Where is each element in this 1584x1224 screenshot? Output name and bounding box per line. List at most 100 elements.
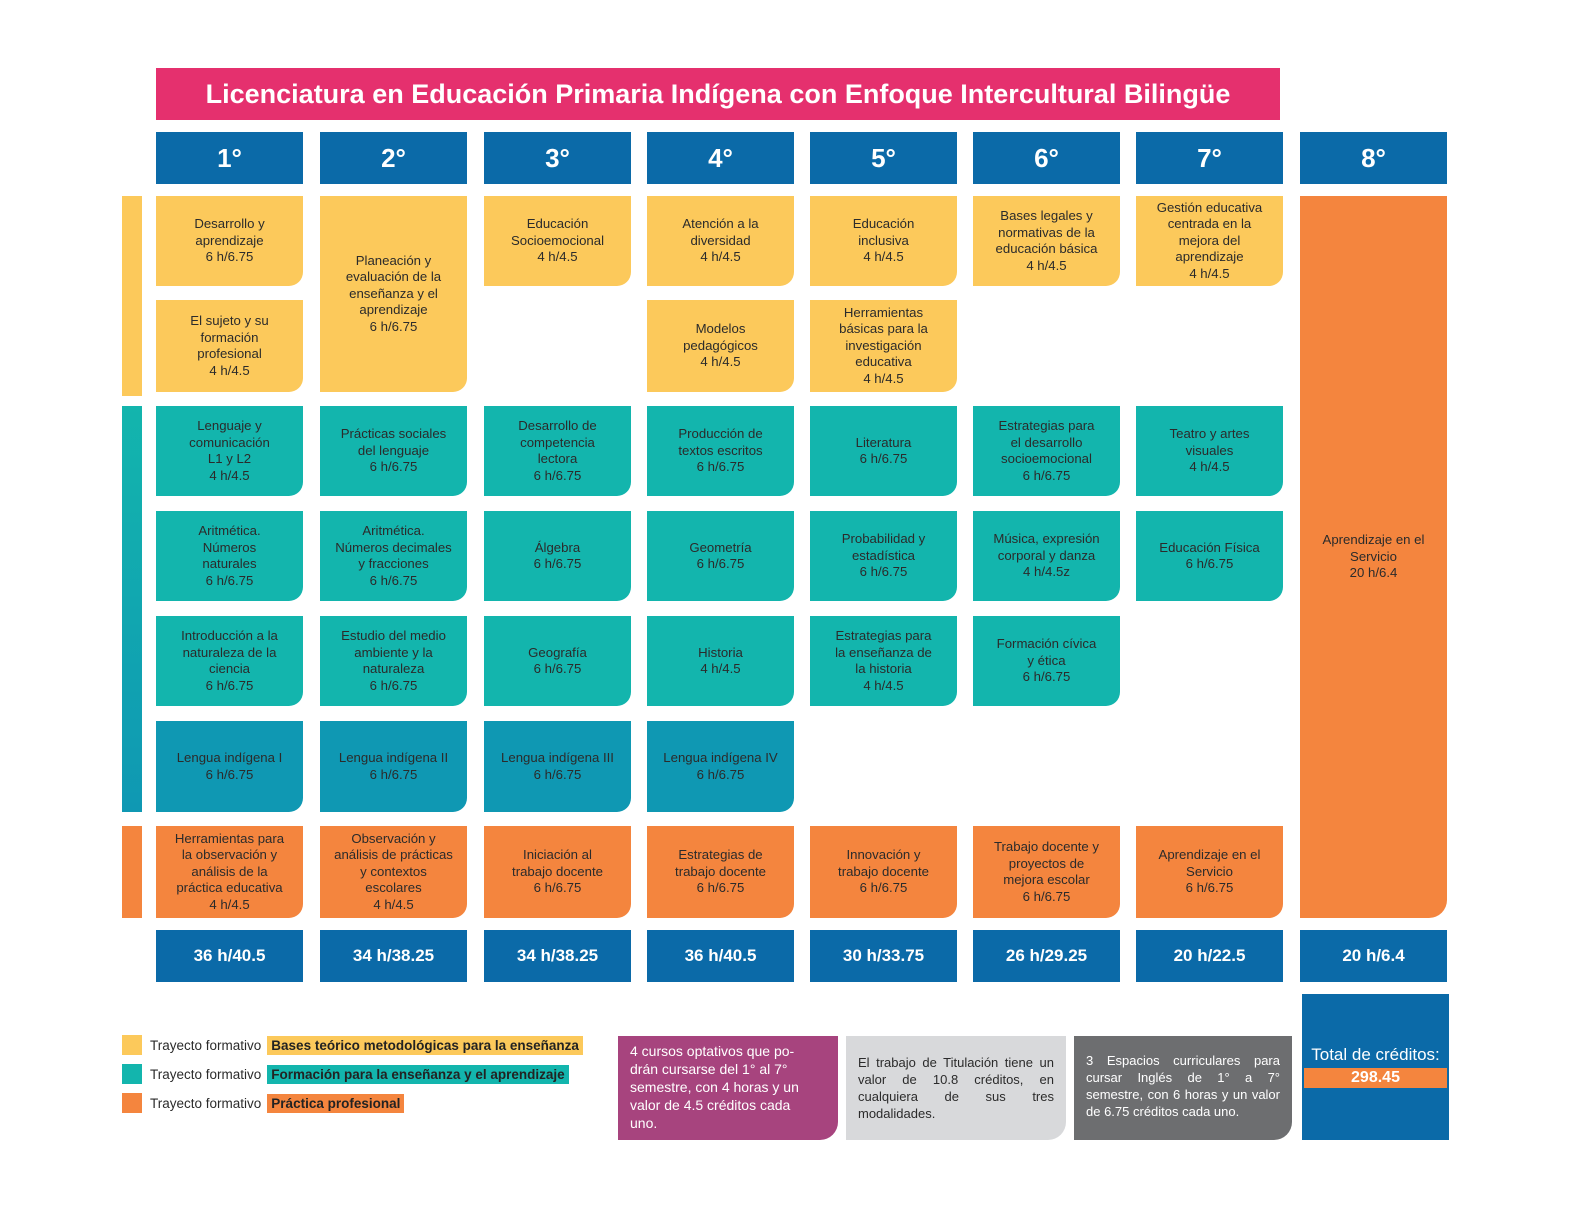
- course-name: Modelos pedagógicos: [683, 321, 758, 353]
- semester-header-8: 8°: [1300, 132, 1447, 184]
- course-name: Geografía: [528, 644, 587, 660]
- course-hours: 6 h/6.75: [533, 766, 582, 782]
- course-name: Probabilidad y estadística: [841, 531, 926, 563]
- course-hours: 6 h/6.75: [369, 766, 418, 782]
- legend-name: Bases teórico metodológicas para la ense…: [267, 1035, 583, 1055]
- course-hours: 6 h/6.75: [1185, 556, 1234, 571]
- course-name: Planeación y evaluación de la enseñanza …: [345, 252, 442, 318]
- course-name: Geometría: [689, 539, 752, 555]
- course-name: Lengua indígena III: [501, 750, 614, 765]
- course-cell: Planeación y evaluación de la enseñanza …: [320, 196, 467, 392]
- course-hours: 6 h/6.75: [205, 572, 254, 588]
- course-hours: 4 h/4.5: [700, 354, 741, 370]
- semester-total: 34 h/38.25: [320, 930, 467, 982]
- semester-total: 34 h/38.25: [484, 930, 631, 982]
- course-hours: 4 h/4.5: [863, 370, 904, 386]
- course-hours: 4 h/4.5z: [1023, 564, 1070, 580]
- course-hours: 6 h/6.75: [205, 677, 254, 693]
- course-name: Formación cívica y ética: [996, 636, 1097, 668]
- track-bar-practica: [122, 826, 142, 918]
- course-name: Historia: [698, 644, 743, 660]
- course-name: Estrategias de trabajo docente: [675, 847, 766, 879]
- legend-item-practica: Trayecto formativo Práctica profesional: [122, 1092, 405, 1114]
- semester-header-1: 1°: [156, 132, 303, 184]
- semester-total: 36 h/40.5: [156, 930, 303, 982]
- course-cell: Bases legales y normativas de la educaci…: [973, 196, 1120, 286]
- legend-prefix: Trayecto formativo: [150, 1066, 262, 1082]
- semester-header-5: 5°: [810, 132, 957, 184]
- course-cell: Herramientas básicas para la investigaci…: [810, 300, 957, 392]
- course-hours: 6 h/6.75: [1022, 669, 1071, 685]
- course-name: Educación Socioemocional: [510, 216, 605, 248]
- course-cell: Aritmética. Números decimales y fraccion…: [320, 511, 467, 601]
- course-name: Álgebra: [534, 539, 581, 555]
- course-name: Estrategias para el desarrollo socioemoc…: [998, 418, 1095, 466]
- credits-box: [1302, 994, 1449, 1140]
- course-cell: Observación y análisis de prácticas y co…: [320, 826, 467, 918]
- course-name: Educación Física: [1159, 539, 1260, 555]
- course-hours: 6 h/6.75: [1185, 880, 1234, 896]
- course-hours: 6 h/6.75: [533, 467, 582, 483]
- course-name: Estrategias para la enseñanza de la hist…: [835, 628, 932, 676]
- course-name: Lengua indígena IV: [663, 750, 778, 765]
- course-hours: 6 h/6.75: [696, 556, 745, 571]
- course-hours: 6 h/6.75: [369, 318, 418, 334]
- semester-header-3: 3°: [484, 132, 631, 184]
- semester-total: 20 h/22.5: [1136, 930, 1283, 982]
- course-name: Estudio del medio ambiente y la naturale…: [341, 628, 446, 676]
- course-cell: Herramientas para la observación y análi…: [156, 826, 303, 918]
- course-name: Iniciación al trabajo docente: [512, 847, 603, 879]
- course-name: Observación y análisis de prácticas y co…: [334, 830, 453, 896]
- course-name: Lenguaje y comunicación L1 y L2: [189, 418, 270, 466]
- course-cell: Estudio del medio ambiente y la naturale…: [320, 616, 467, 706]
- course-hours: 6 h/6.75: [696, 766, 745, 782]
- course-name: Lengua indígena II: [338, 750, 449, 765]
- note-titulacion: El trabajo de Titulación tiene un valor …: [846, 1036, 1066, 1140]
- course-name: Aprendizaje en el Servicio: [1158, 847, 1261, 879]
- page-title: Licenciatura en Educación Primaria Indíg…: [156, 68, 1280, 120]
- course-name: Trabajo docente y proyectos de mejora es…: [993, 839, 1100, 887]
- course-name: Aritmética. Números naturales: [198, 523, 261, 571]
- course-hours: 6 h/6.75: [1022, 888, 1071, 904]
- course-name: Gestión educativa centrada en la mejora …: [1156, 199, 1263, 265]
- course-hours: 4 h/4.5: [700, 661, 741, 676]
- legend-item-bases: Trayecto formativo Bases teórico metodol…: [122, 1034, 583, 1056]
- course-name: Literatura: [855, 434, 912, 450]
- course-name: Bases legales y normativas de la educaci…: [995, 208, 1098, 256]
- course-hours: 6 h/6.75: [696, 880, 745, 896]
- course-hours: 6 h/6.75: [205, 766, 254, 782]
- course-hours: 4 h/4.5: [209, 896, 250, 912]
- course-hours: 6 h/6.75: [533, 661, 582, 676]
- course-hours: 6 h/6.75: [205, 249, 254, 265]
- track-bar-formacion: [122, 406, 142, 812]
- legend-name: Práctica profesional: [267, 1093, 405, 1113]
- legend-prefix: Trayecto formativo: [150, 1095, 262, 1111]
- course-cell: Trabajo docente y proyectos de mejora es…: [973, 826, 1120, 918]
- course-hours: 4 h/4.5: [1189, 459, 1230, 475]
- semester-header-2: 2°: [320, 132, 467, 184]
- course-hours: 6 h/6.75: [369, 459, 418, 475]
- course-hours: 6 h/6.75: [859, 880, 908, 896]
- course-hours: 4 h/4.5: [863, 677, 904, 693]
- course-name: Lengua indígena I: [176, 750, 283, 765]
- course-hours: 6 h/6.75: [696, 459, 745, 475]
